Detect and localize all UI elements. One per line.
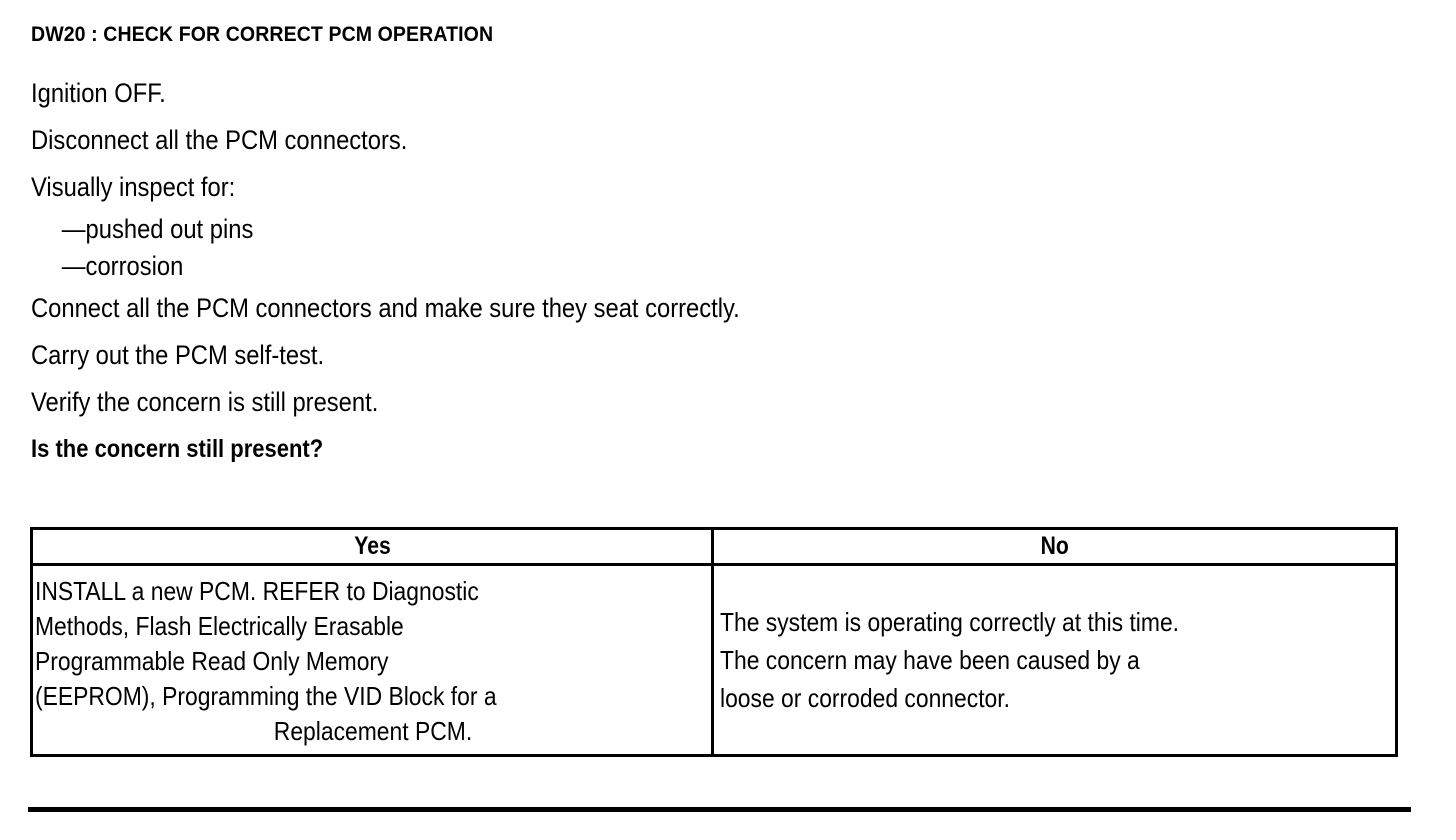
text-line: loose or corroded connector. [720,683,1011,713]
no-action-text: The system is operating correctly at thi… [714,603,1395,717]
table-row: INSTALL a new PCM. REFER to Diagnostic M… [30,563,1398,757]
column-header-yes-label: Yes [353,532,391,560]
text-line: The system is operating correctly at thi… [720,607,1180,637]
procedure-step: Carry out the PCM self-test. [31,340,325,370]
inspection-sub-list: —pushed out pins —corrosion [31,211,1431,285]
list-item: —pushed out pins [61,214,254,244]
no-action-cell: The system is operating correctly at thi… [711,563,1398,757]
column-header-yes: Yes [57,527,687,566]
list-item: —corrosion [61,251,184,281]
yes-action-cell: INSTALL a new PCM. REFER to Diagnostic M… [30,563,714,757]
footer-divider [28,807,1411,812]
decision-table: Yes No INSTALL a new PCM. REFER to Diagn… [30,527,1398,757]
yes-action-text: INSTALL a new PCM. REFER to Diagnostic M… [33,571,711,749]
text-line: Programmable Read Only Memory [35,646,389,676]
procedure-step-list: Ignition OFF. Disconnect all the PCM con… [31,70,1431,473]
procedure-step: Verify the concern is still present. [31,387,379,417]
procedure-step: Visually inspect for: [31,172,236,202]
table-header-row: Yes No [32,527,1397,566]
procedure-step: Connect all the PCM connectors and make … [31,293,740,323]
text-line: The concern may have been caused by a [720,645,1140,675]
column-header-no-label: No [1040,532,1069,560]
text-line: INSTALL a new PCM. REFER to Diagnostic [35,576,479,606]
column-header-no: No [738,527,1371,566]
decision-question: Is the concern still present? [31,435,324,463]
procedure-step: Ignition OFF. [31,78,166,108]
procedure-step: Disconnect all the PCM connectors. [31,125,408,155]
text-line: Methods, Flash Electrically Erasable [35,611,404,641]
text-line: Replacement PCM. [273,716,473,746]
page-title: DW20 : CHECK FOR CORRECT PCM OPERATION [31,23,494,46]
text-line: (EEPROM), Programming the VID Block for … [35,681,497,711]
